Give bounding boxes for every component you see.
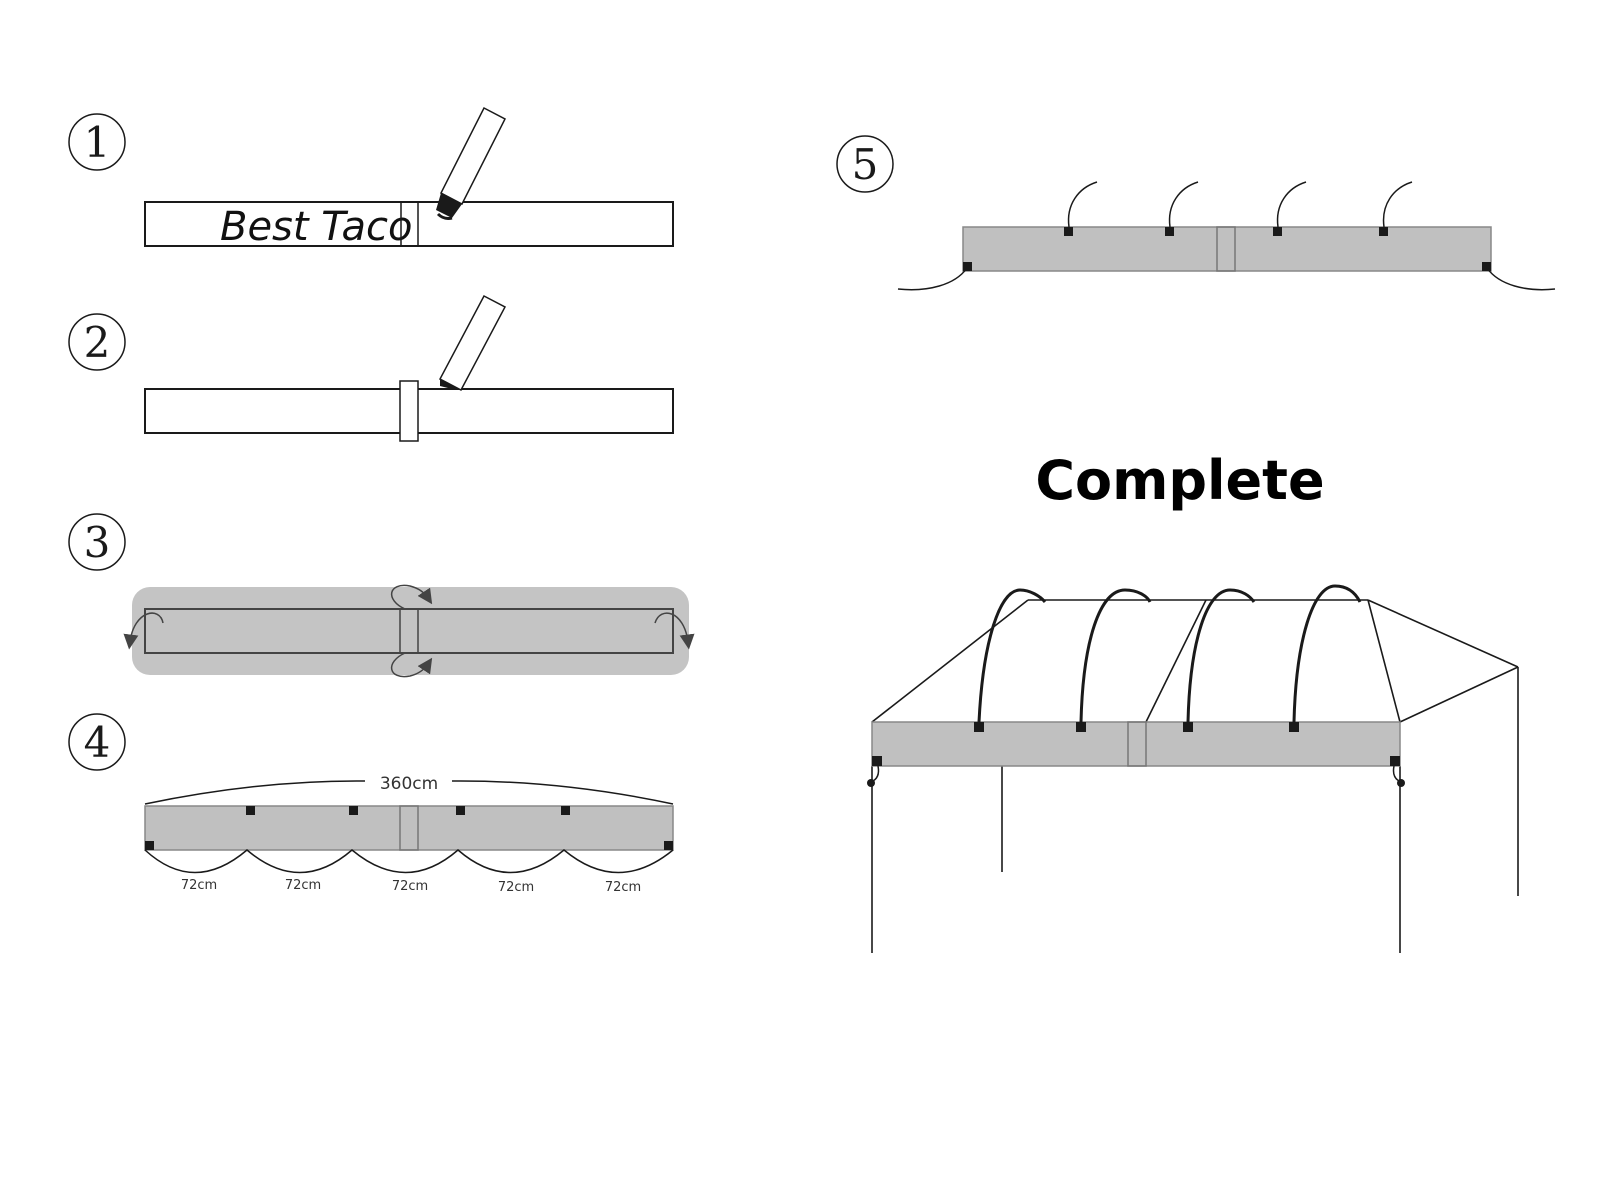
step-5: 5 [836, 135, 1556, 291]
grommet-icon [963, 227, 1491, 271]
step-2: 2 [68, 294, 674, 442]
banner-center-strip [1127, 721, 1147, 767]
segment-label-3: 72cm [392, 879, 428, 894]
banner-step-5 [962, 226, 1492, 272]
step-3: 3 [68, 513, 695, 678]
banner-text: Best Taco [220, 204, 413, 250]
banner-center-strip [399, 608, 419, 654]
segment-label-4: 72cm [498, 880, 534, 895]
step-5-number: 5 [852, 140, 879, 189]
shadow-pad [132, 587, 689, 675]
step-2-number: 2 [84, 318, 111, 367]
step-3-number: 3 [84, 518, 111, 567]
fold-arrow-icon [123, 584, 695, 678]
grommet-icon [872, 722, 1400, 766]
step-1: 1 Best Taco [68, 106, 674, 250]
banner-on-tent [871, 721, 1401, 767]
pen-icon [438, 294, 507, 392]
grommet-icon [145, 806, 673, 850]
banner-center-strip [399, 380, 419, 442]
complete-title: Complete [1035, 449, 1324, 512]
total-length-label: 360cm [380, 774, 438, 794]
segment-label-2: 72cm [285, 878, 321, 893]
canopy-tent-icon [867, 584, 1519, 953]
spacing-curves [144, 849, 674, 874]
banner-step-4 [144, 805, 674, 851]
step-1-number: 1 [84, 118, 111, 167]
segment-label-1: 72cm [181, 878, 217, 893]
segment-label-5: 72cm [605, 880, 641, 895]
banner-center-strip [399, 805, 419, 851]
bungee-cord-icon [897, 181, 1556, 291]
banner-center-strip [400, 201, 419, 247]
marker-pen-icon [436, 106, 507, 220]
step-4-number: 4 [84, 718, 111, 767]
step-4: 4 360cm 72cm 72cm 72cm 72cm 72cm [68, 713, 674, 895]
banner-center-strip [1216, 226, 1236, 272]
